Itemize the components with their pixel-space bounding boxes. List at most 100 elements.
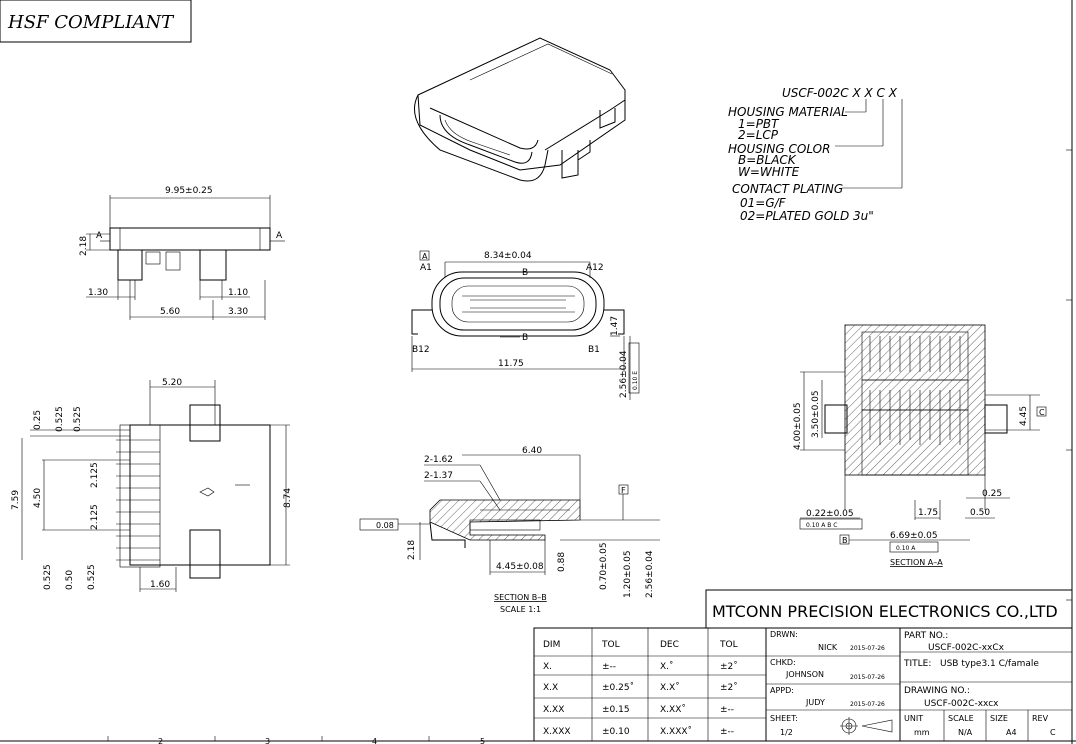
marker-b-bottom: B xyxy=(522,333,528,343)
datum-c: C xyxy=(1039,408,1045,417)
title-block: MTCONN PRECISION ELECTRONICS CO.,LTD DIM… xyxy=(533,589,1073,742)
tol-header-tol: TOL xyxy=(601,640,620,650)
company-name: MTCONN PRECISION ELECTRONICS CO.,LTD xyxy=(712,602,1058,621)
dim-top-110: 1.10 xyxy=(228,288,248,298)
grid-number: 5 xyxy=(480,737,485,744)
marker-a-left: A xyxy=(96,231,103,241)
dim-top-218: 2.18 xyxy=(79,236,89,256)
dim-ra-400: 4.00±0.05 xyxy=(793,402,803,450)
grid-zones: 2 3 4 5 xyxy=(107,736,485,744)
dim-ra-175: 1.75 xyxy=(918,508,938,518)
dim-sec-070: 0.70±0.05 xyxy=(599,542,609,590)
rev-label: REV xyxy=(1032,714,1049,723)
chkd-name: JOHNSON xyxy=(785,670,824,679)
pin-b12: B12 xyxy=(412,345,430,355)
dim-ra-025: 0.25 xyxy=(982,489,1002,499)
dim-ra-050: 0.50 xyxy=(970,508,990,518)
pin-b1: B1 xyxy=(588,345,600,355)
hsf-stamp: HSF COMPLIANT xyxy=(0,0,192,43)
tol-ra-1: 0.10 A B C xyxy=(806,522,838,529)
dim-ra-022: 0.22±0.05 xyxy=(806,509,854,519)
tol-cell: X.X xyxy=(543,683,558,693)
sheet-label: SHEET: xyxy=(770,714,798,723)
projection-symbol-icon xyxy=(840,717,893,735)
appd-label: APPD: xyxy=(770,686,794,695)
dim-side-160: 1.60 xyxy=(150,580,170,590)
partno-value: USCF-002C-xxCx xyxy=(928,643,1005,653)
tol-cell: ±-- xyxy=(602,662,616,672)
dim-front-147: 1.47 xyxy=(610,316,620,336)
grid-number: 4 xyxy=(372,737,377,744)
tol-cell: ±-- xyxy=(720,705,734,715)
drwn-name: NICK xyxy=(818,643,838,652)
dim-side-0525c: 0.525 xyxy=(43,564,53,590)
dim-side-759: 7.59 xyxy=(11,490,21,510)
dim-top-330: 3.30 xyxy=(228,307,248,317)
part-code-line-9: 02=PLATED GOLD 3u" xyxy=(740,209,874,223)
part-code-line-1: HOUSING MATERIAL xyxy=(728,105,848,119)
partno-label: PART NO.: xyxy=(904,631,948,641)
part-code-legend: USCF-002C X X C X HOUSING MATERIAL 1=PBT… xyxy=(728,86,903,223)
hsf-stamp-text: HSF COMPLIANT xyxy=(7,12,175,33)
section-a-a: 4.00±0.05 3.50±0.05 4.45 C 0.25 0.22±0.0… xyxy=(793,324,1047,567)
section-a-title: SECTION A–A xyxy=(890,558,943,567)
section-b-scale: SCALE 1:1 xyxy=(500,605,541,614)
isometric-view xyxy=(414,37,626,182)
part-code-line-3: 2=LCP xyxy=(738,128,779,142)
part-code-line-7: CONTACT PLATING xyxy=(732,182,843,196)
dim-side-0525d: 0.525 xyxy=(87,564,97,590)
dim-sec-137: 2-1.37 xyxy=(424,471,453,481)
dim-sec-218: 2.18 xyxy=(407,540,417,560)
part-code-line-5: B=BLACK xyxy=(738,153,797,167)
appd-name: JUDY xyxy=(805,698,825,707)
dim-side-2125b: 2.125 xyxy=(90,504,100,530)
dim-top-width: 9.95±0.25 xyxy=(165,186,213,196)
dim-side-050: 0.50 xyxy=(65,570,75,590)
tol-cell: X.˚ xyxy=(660,661,674,672)
size-value: A4 xyxy=(1006,728,1017,737)
tol-cell: X.XX xyxy=(543,705,564,715)
dim-sec-120: 1.20±0.05 xyxy=(623,550,633,598)
part-code-line-2: 1=PBT xyxy=(738,117,780,131)
drawing-label: DRAWING NO.: xyxy=(904,686,970,696)
dim-ra-445: 4.45 xyxy=(1019,406,1029,426)
dim-sec-640: 6.40 xyxy=(522,446,542,456)
side-view: 5.20 0.25 0.525 0.525 7.59 4.50 2.125 2.… xyxy=(11,378,293,592)
drwn-label: DRWN: xyxy=(770,630,798,639)
dim-side-025: 0.25 xyxy=(33,410,43,430)
tol-cell: ±0.15 xyxy=(602,705,630,715)
top-view: 9.95±0.25 2.18 A A 1.30 1.10 5.60 3.30 xyxy=(79,186,285,320)
sheet-value: 1/2 xyxy=(780,728,793,737)
dim-side-2125a: 2.125 xyxy=(90,462,100,488)
dim-side-874: 8.74 xyxy=(283,488,293,508)
part-code-title: USCF-002C X X C X xyxy=(782,86,898,100)
pin-a12: A12 xyxy=(586,263,604,273)
tol-header-tol2: TOL xyxy=(719,640,738,650)
chkd-label: CHKD: xyxy=(770,658,796,667)
chkd-date: 2015-07-26 xyxy=(850,674,885,681)
dim-top-130: 1.30 xyxy=(88,288,108,298)
dim-sec-162: 2-1.62 xyxy=(424,455,453,465)
part-code-line-8: 01=G/F xyxy=(740,196,787,210)
tol-cell: X. xyxy=(543,662,552,672)
dim-side-450: 4.50 xyxy=(33,488,43,508)
dim-side-0525a: 0.525 xyxy=(55,406,65,432)
section-b-title: SECTION B–B xyxy=(494,593,547,602)
tol-header-dec: DEC xyxy=(660,640,679,650)
tol-cell: ±2˚ xyxy=(720,682,738,693)
appd-date: 2015-07-26 xyxy=(850,701,885,708)
pin-a1: A1 xyxy=(420,263,432,273)
tol-cell: ±2˚ xyxy=(720,661,738,672)
dim-front-256: 2.56±0.04 xyxy=(619,350,629,398)
tol-cell: X.XXX xyxy=(543,727,571,737)
dim-front-1175: 11.75 xyxy=(498,359,524,369)
front-view: 8.34±0.04 B B A A1 A12 B12 B1 11.75 1.47… xyxy=(411,250,640,400)
rev-value: C xyxy=(1050,728,1056,737)
scale-label: SCALE xyxy=(948,714,974,723)
marker-b-top: B xyxy=(522,268,528,278)
title-value: USB type3.1 C/famale xyxy=(940,659,1039,669)
datum-a: A xyxy=(422,252,428,261)
dim-sec-445: 4.45±0.08 xyxy=(496,562,544,572)
unit-value: mm xyxy=(914,728,930,737)
